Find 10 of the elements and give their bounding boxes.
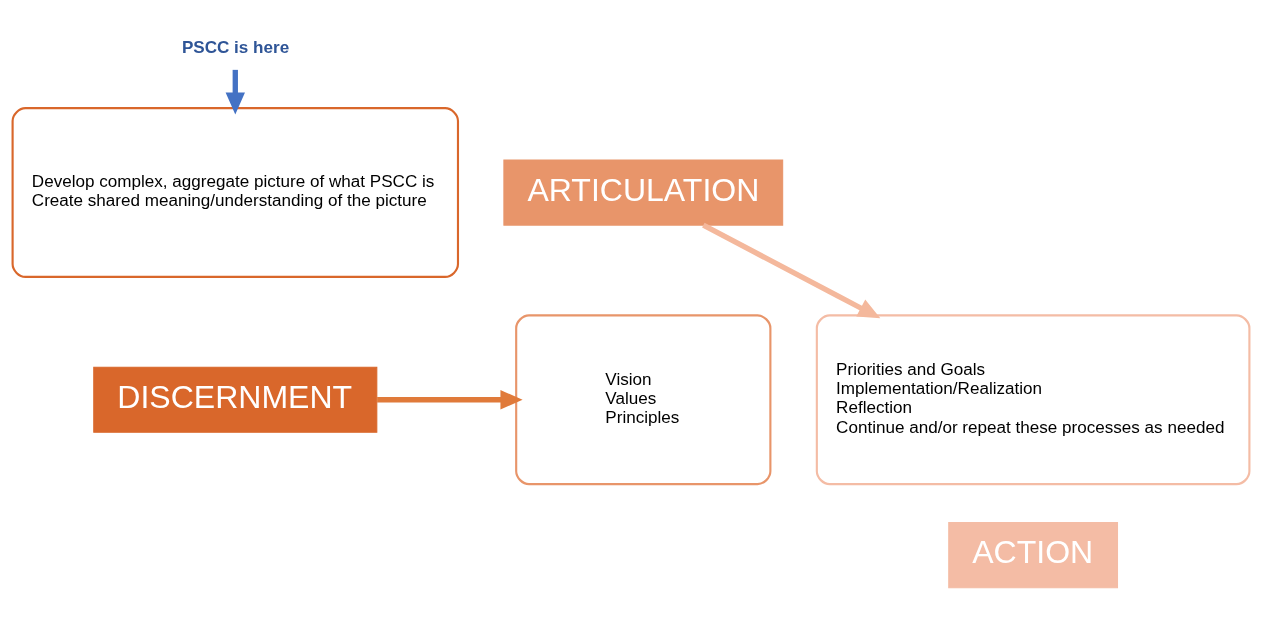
arrow — [225, 69, 245, 115]
node-box: ACTION — [948, 522, 1119, 589]
node-box: Priorities and Goals Implementation/Realization Reflection Continue and/or repeat these processes as needed — [815, 314, 1251, 486]
node-box: Develop complex, aggregate picture of what PSCC is Create shared meaning/understanding of the picture — [11, 107, 460, 278]
arrow — [702, 222, 881, 319]
node-box: Vision Values Principles — [515, 314, 772, 486]
node-box: ARTICULATION — [503, 159, 784, 226]
node-text: PSCC is here — [181, 38, 290, 58]
arrow — [377, 390, 523, 410]
node-box: DISCERNMENT — [93, 366, 378, 433]
